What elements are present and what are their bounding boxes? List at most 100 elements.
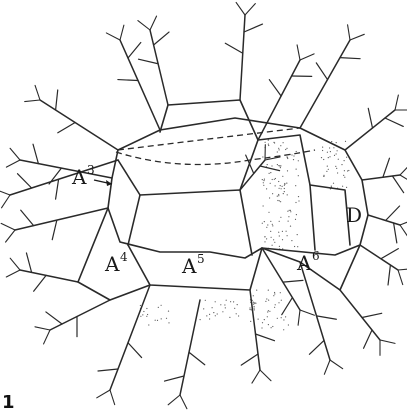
spine-branch: [128, 343, 142, 358]
spine-branch: [35, 85, 40, 100]
stipple-dot: [253, 302, 254, 303]
inner-bar-mid: [140, 190, 252, 255]
stipple-dot: [296, 151, 297, 152]
stipple-dot: [295, 185, 296, 186]
spine-branch: [245, 4, 255, 15]
stipple-dot: [347, 170, 348, 171]
stipple-dot: [273, 239, 274, 240]
stipple-dot: [280, 185, 281, 186]
stipple-dot: [272, 245, 273, 246]
stipple-dot: [279, 246, 280, 247]
stipple-dot: [291, 154, 292, 155]
stipple-dot: [215, 315, 216, 316]
stipple-dot: [222, 311, 223, 312]
label-a6-letter: A: [296, 251, 312, 275]
stipple-dot: [261, 327, 262, 328]
spine-branch: [269, 80, 281, 96]
stipple-dot: [264, 319, 265, 320]
spine-branch: [6, 270, 20, 277]
spine-branch: [400, 225, 407, 238]
stipple-dot: [328, 157, 329, 158]
spine-branch: [40, 100, 118, 150]
stipple-dot: [268, 290, 269, 291]
spine-branch: [6, 230, 15, 242]
stipple-dot: [321, 157, 322, 158]
stipple-dot: [158, 307, 159, 308]
stipple-dot: [323, 175, 324, 176]
stipple-dot: [279, 149, 280, 150]
stipple-dot: [267, 316, 268, 317]
stipple-dot: [344, 170, 345, 171]
label-a6: A 6: [296, 249, 320, 275]
spine-branch: [17, 174, 31, 188]
spine-branch: [110, 285, 150, 390]
stipple-dot: [322, 147, 323, 148]
stipple-dot: [277, 200, 278, 201]
stipple-dot: [263, 185, 264, 186]
stipple-dot: [258, 319, 259, 320]
spine-branch: [350, 34, 364, 40]
stipple-dot: [277, 164, 278, 165]
stipple-dot: [283, 193, 284, 194]
stipple-dot: [277, 318, 278, 319]
stipple-dot: [266, 227, 267, 228]
stipple-dot: [336, 153, 337, 154]
stipple-dot: [272, 179, 273, 180]
stipple-dot: [274, 179, 275, 180]
inner-bar-left: [118, 160, 140, 245]
spine-branch: [300, 310, 314, 315]
stipple-dot: [263, 180, 264, 181]
stipple-dot: [285, 316, 286, 317]
stipple-dot: [267, 224, 268, 225]
spine-branch: [154, 32, 169, 45]
stipple-dot: [254, 303, 255, 304]
stipple-dot: [272, 326, 273, 327]
stipple-dot: [270, 172, 271, 173]
stipple-dot: [275, 178, 276, 179]
stipple-dot: [253, 295, 254, 296]
stipple-dot: [344, 177, 345, 178]
stipple-dot: [322, 150, 323, 151]
spine-branch: [252, 370, 260, 383]
stipple-dot: [343, 175, 344, 176]
stipple-dot: [212, 307, 213, 308]
stipple-dot: [225, 307, 226, 308]
stipple-dot: [142, 314, 143, 315]
stipple-dot: [348, 170, 349, 171]
spine-branch: [300, 54, 314, 60]
spine-branch: [56, 90, 58, 110]
stipple-dot: [273, 295, 274, 296]
stipple-dot: [264, 241, 265, 242]
spine-branch: [10, 258, 20, 270]
spine-branch: [98, 369, 118, 371]
stipple-dot: [267, 311, 268, 312]
spine-branch: [2, 195, 10, 208]
stipple-dot: [286, 148, 287, 149]
stipple-dot: [279, 221, 280, 222]
stipple-dot: [335, 166, 336, 167]
stipple-dot: [140, 316, 141, 317]
stipple-dot: [323, 159, 324, 160]
stipple-dot: [327, 152, 328, 153]
spine-branch: [340, 58, 360, 59]
spine-branch: [256, 334, 275, 341]
spine-branch: [128, 42, 141, 58]
stipple-dot: [274, 293, 275, 294]
stipple-dot: [262, 156, 263, 157]
stipple-dot: [266, 188, 267, 189]
spine-branch: [10, 148, 20, 160]
dashed-ring-lower: [116, 150, 315, 165]
stipple-dot: [262, 223, 263, 224]
stipple-dot: [237, 304, 238, 305]
spine-branch: [244, 24, 262, 32]
stipple-dot: [336, 168, 337, 169]
spine-branch: [189, 352, 205, 365]
stipple-dot: [274, 142, 275, 143]
spine-branch: [15, 208, 108, 230]
spine-branch: [240, 15, 245, 100]
stipple-dot: [329, 156, 330, 157]
stipple-dot: [272, 193, 273, 194]
stipple-dot: [249, 309, 250, 310]
stipple-dot: [268, 145, 269, 146]
stipple-dot: [280, 292, 281, 293]
